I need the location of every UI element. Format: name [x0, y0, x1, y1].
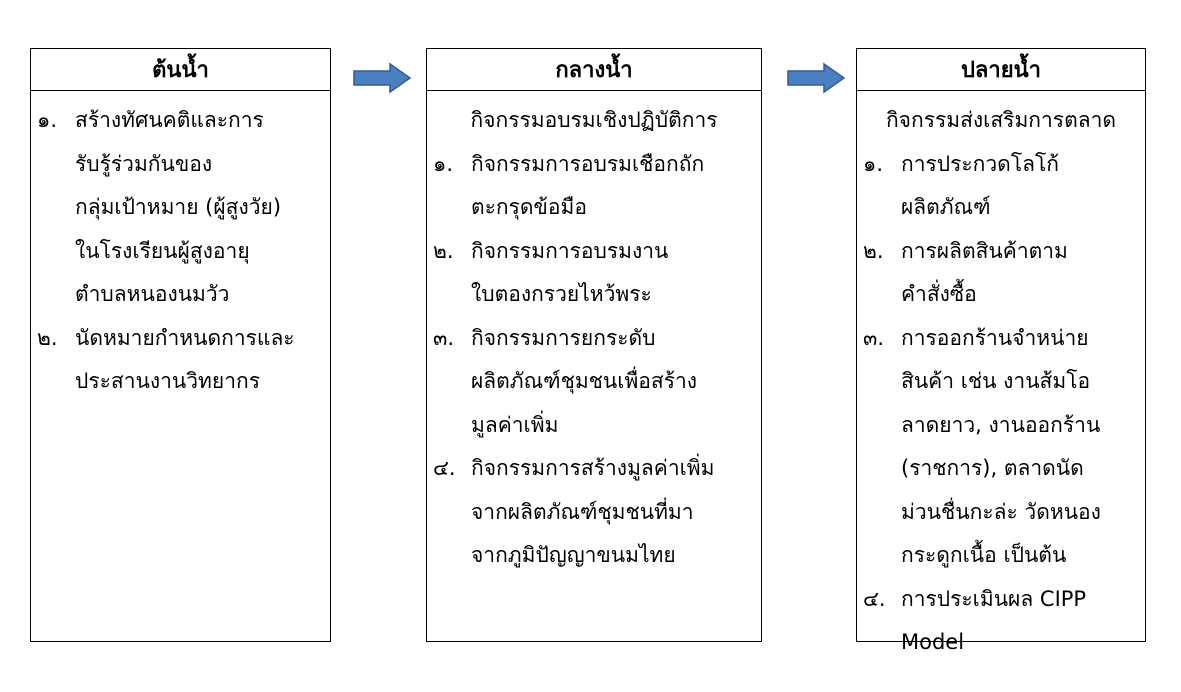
item-line: Model [901, 630, 965, 654]
stage-midstream-title: กลางน้ำ [427, 49, 761, 91]
stage-downstream-body: กิจกรรมส่งเสริมการตลาด ๑. การประกวดโลโก้… [857, 91, 1145, 665]
item-line: คำสั่งซื้อ [901, 282, 977, 306]
stage-upstream-body: ๑. สร้างทัศนคติและการ รับรู้ร่วมกันของ ก… [31, 91, 330, 404]
item-number: ๒. [433, 238, 454, 263]
item-text: การประเมินผล CIPP Model [901, 578, 1139, 665]
item-line: ผลิตภัณฑ์ชุมชนเพื่อสร้าง [471, 369, 698, 393]
list-item: ๑. กิจกรรมการอบรมเชือกถัก ตะกรุดข้อมือ [433, 143, 755, 230]
stage-upstream-box: ต้นน้ำ ๑. สร้างทัศนคติและการ รับรู้ร่วมก… [30, 48, 331, 642]
item-number: ๒. [863, 238, 884, 263]
stage-downstream-box: ปลายน้ำ กิจกรรมส่งเสริมการตลาด ๑. การประ… [856, 48, 1146, 654]
item-text: การผลิตสินค้าตาม คำสั่งซื้อ [901, 230, 1139, 317]
item-line: การผลิตสินค้าตาม [901, 238, 1068, 263]
item-line: ม่วนชื่นกะล่ะ วัดหนอง [901, 499, 1101, 524]
item-line: ลาดยาว, งานออกร้าน [901, 412, 1101, 437]
item-line: ประสานงานวิทยากร [75, 369, 260, 393]
item-line: กิจกรรมการยกระดับ [471, 325, 656, 350]
list-item: ๒. กิจกรรมการอบรมงาน ใบตองกรวยไหว้พระ [433, 230, 755, 317]
list-item: ๑. สร้างทัศนคติและการ รับรู้ร่วมกันของ ก… [37, 99, 324, 317]
list-item: ๒. การผลิตสินค้าตาม คำสั่งซื้อ [863, 230, 1139, 317]
item-text: สร้างทัศนคติและการ รับรู้ร่วมกันของ กลุ่… [75, 99, 324, 317]
stage-midstream-body: กิจกรรมอบรมเชิงปฏิบัติการ ๑. กิจกรรมการอ… [427, 91, 761, 578]
item-line: กิจกรรมการสร้างมูลค่าเพิ่ม [471, 456, 715, 480]
item-line: จากภูมิปัญญาขนมไทย [471, 543, 676, 567]
item-line: ตำบลหนองนมวัว [75, 282, 230, 306]
item-line: มูลค่าเพิ่ม [471, 412, 559, 437]
list-item: ๔. กิจกรรมการสร้างมูลค่าเพิ่ม จากผลิตภัณ… [433, 447, 755, 578]
item-text: กิจกรรมการอบรมเชือกถัก ตะกรุดข้อมือ [471, 143, 755, 230]
list-item: ๓. กิจกรรมการยกระดับ ผลิตภัณฑ์ชุมชนเพื่อ… [433, 317, 755, 448]
right-arrow-icon [352, 62, 412, 98]
item-number: ๔. [433, 456, 456, 480]
item-line: ผลิตภัณฑ์ [901, 195, 991, 219]
list-item: ๑. การประกวดโลโก้ ผลิตภัณฑ์ [863, 143, 1139, 230]
list-item: ๓. การออกร้านจำหน่าย สินค้า เช่น งานส้มโ… [863, 317, 1139, 578]
item-line: (ราชการ), ตลาดนัด [901, 456, 1084, 480]
stage-midstream-box: กลางน้ำ กิจกรรมอบรมเชิงปฏิบัติการ ๑. กิจ… [426, 48, 762, 642]
item-number: ๑. [433, 151, 454, 176]
item-number: ๓. [863, 325, 885, 350]
item-line: การประเมินผล CIPP [901, 586, 1087, 611]
item-text: นัดหมายกำหนดการและ ประสานงานวิทยากร [75, 317, 324, 404]
item-number: ๔. [863, 586, 886, 611]
item-text: การออกร้านจำหน่าย สินค้า เช่น งานส้มโอ ล… [901, 317, 1139, 578]
item-line: กระดูกเนื้อ เป็นต้น [901, 543, 1067, 567]
item-text: การประกวดโลโก้ ผลิตภัณฑ์ [901, 143, 1139, 230]
item-number: ๑. [37, 108, 58, 132]
item-line: นัดหมายกำหนดการและ [75, 325, 295, 350]
item-line: กิจกรรมการอบรมงาน [471, 238, 669, 263]
item-text: กิจกรรมการอบรมงาน ใบตองกรวยไหว้พระ [471, 230, 755, 317]
item-line: ตะกรุดข้อมือ [471, 195, 587, 219]
item-line: ในโรงเรียนผู้สูงอายุ [75, 238, 250, 263]
item-number: ๓. [433, 325, 455, 350]
item-number: ๑. [863, 151, 884, 176]
list-item: ๔. การประเมินผล CIPP Model [863, 578, 1139, 665]
item-line: ใบตองกรวยไหว้พระ [471, 282, 652, 306]
right-arrow-icon [786, 62, 846, 98]
item-line: สินค้า เช่น งานส้มโอ [901, 369, 1091, 393]
item-line: รับรู้ร่วมกันของ [75, 151, 213, 176]
stage-intro: กิจกรรมอบรมเชิงปฏิบัติการ [470, 108, 718, 132]
item-line: การประกวดโลโก้ [901, 151, 1059, 176]
item-text: กิจกรรมการสร้างมูลค่าเพิ่ม จากผลิตภัณฑ์ช… [471, 447, 755, 578]
item-line: การออกร้านจำหน่าย [901, 325, 1089, 350]
stage-upstream-title: ต้นน้ำ [31, 49, 330, 91]
list-item: ๒. นัดหมายกำหนดการและ ประสานงานวิทยากร [37, 317, 324, 404]
stage-downstream-title: ปลายน้ำ [857, 49, 1145, 91]
item-text: กิจกรรมการยกระดับ ผลิตภัณฑ์ชุมชนเพื่อสร้… [471, 317, 755, 448]
item-line: สร้างทัศนคติและการ [75, 108, 264, 132]
stage-intro: กิจกรรมส่งเสริมการตลาด [885, 108, 1117, 132]
item-line: จากผลิตภัณฑ์ชุมชนที่มา [471, 499, 694, 524]
item-number: ๒. [37, 325, 58, 350]
item-line: กิจกรรมการอบรมเชือกถัก [471, 151, 705, 176]
item-line: กลุ่มเป้าหมาย (ผู้สูงวัย) [75, 195, 282, 219]
